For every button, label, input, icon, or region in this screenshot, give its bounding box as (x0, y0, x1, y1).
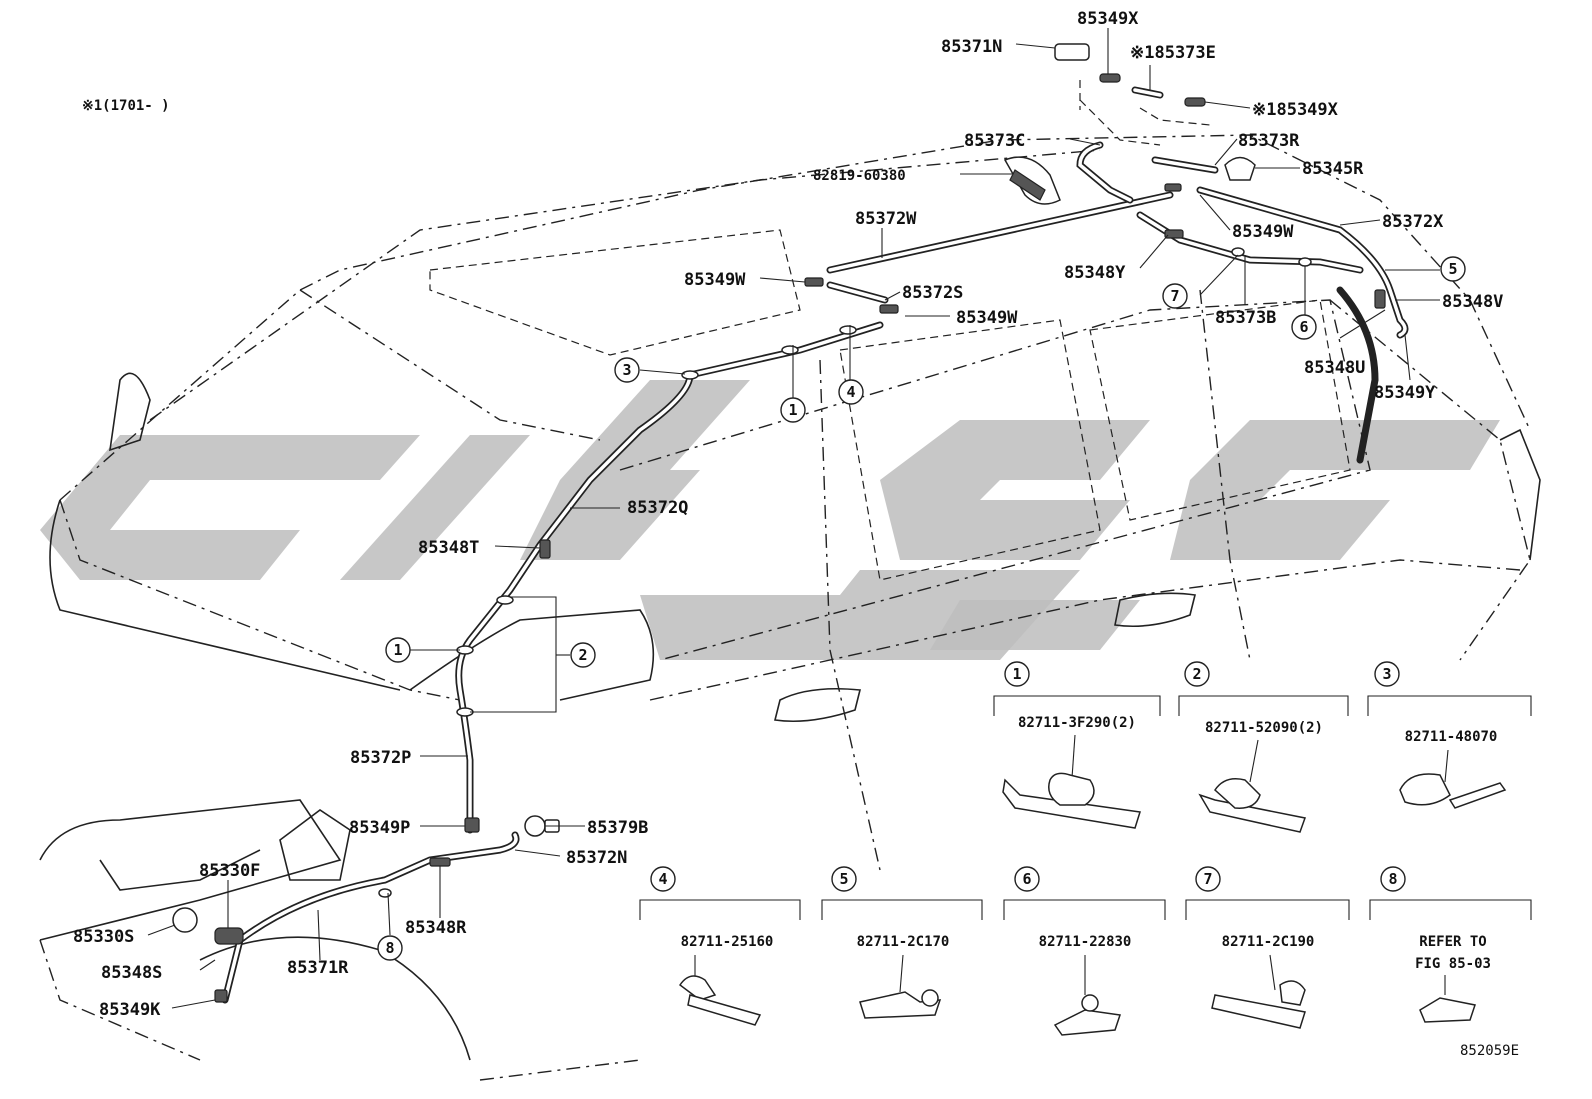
clip-box-5: 5 82711-2C170 (821, 866, 983, 1019)
svg-text:82711-3F290(2): 82711-3F290(2) (1018, 715, 1136, 731)
svg-text:1: 1 (788, 401, 797, 419)
clip-box-8: 8 REFER TO FIG 85-03 (1369, 866, 1532, 1023)
callout-6: 6 (1291, 314, 1317, 340)
diagram-callouts: 3 1 4 7 6 5 1 2 8 (377, 256, 1466, 961)
label-85348T: 85348T (418, 538, 479, 558)
leader-lines (147, 28, 1440, 1009)
figure-code: 852059E (1460, 1043, 1519, 1059)
callout-1-mid: 1 (385, 637, 411, 663)
label-85349X-2: ※185349X (1252, 100, 1339, 120)
label-85349K: 85349K (99, 1000, 161, 1020)
svg-text:2: 2 (1192, 665, 1201, 683)
label-85330S: 85330S (73, 927, 134, 947)
callout-8: 8 (377, 935, 403, 961)
clip-box-4: 4 82711-25160 (639, 866, 801, 1026)
label-85372P: 85372P (350, 748, 411, 768)
label-85348R: 85348R (405, 918, 467, 938)
svg-text:8: 8 (1388, 870, 1397, 888)
callout-5: 5 (1440, 256, 1466, 282)
clip-box-3: 3 82711-48070 (1367, 661, 1532, 809)
note-header: ※1(1701- ) (82, 98, 170, 114)
svg-text:5: 5 (1448, 260, 1457, 278)
callout-4: 4 (838, 379, 864, 405)
svg-text:4: 4 (846, 383, 855, 401)
svg-text:2: 2 (578, 646, 587, 664)
callout-7: 7 (1162, 283, 1188, 309)
callout-2: 2 (570, 642, 596, 668)
label-85348U: 85348U (1304, 358, 1365, 378)
svg-text:REFER TO: REFER TO (1419, 934, 1486, 950)
svg-text:4: 4 (658, 870, 667, 888)
svg-text:FIG 85-03: FIG 85-03 (1415, 956, 1491, 972)
watermark-logo (40, 380, 1500, 660)
clip-detail-boxes: 1 82711-3F290(2) 2 82711-52090(2) 3 8271… (639, 661, 1532, 1036)
svg-text:6: 6 (1299, 318, 1308, 336)
label-85348Y: 85348Y (1064, 263, 1126, 283)
svg-text:3: 3 (1382, 665, 1391, 683)
label-85372X: 85372X (1382, 212, 1444, 232)
clip-box-6: 6 82711-22830 (1003, 866, 1166, 1036)
label-85372Q: 85372Q (627, 498, 688, 518)
svg-text:1: 1 (1012, 665, 1021, 683)
label-85373B: 85373B (1215, 308, 1276, 328)
label-85345R: 85345R (1302, 159, 1364, 179)
label-85349Y: 85349Y (1374, 383, 1436, 403)
label-85372S: 85372S (902, 283, 963, 303)
svg-text:1: 1 (393, 641, 402, 659)
svg-text:7: 7 (1170, 287, 1179, 305)
svg-text:82711-22830: 82711-22830 (1039, 934, 1132, 950)
label-85373R: 85373R (1238, 131, 1300, 151)
label-85371R: 85371R (287, 958, 349, 978)
label-85372W: 85372W (855, 209, 917, 229)
svg-text:5: 5 (839, 870, 848, 888)
clip-box-1: 1 82711-3F290(2) (993, 661, 1161, 829)
label-85348V: 85348V (1442, 292, 1503, 312)
svg-text:82711-25160: 82711-25160 (681, 934, 774, 950)
clip-box-2: 2 82711-52090(2) (1178, 661, 1349, 833)
svg-text:82711-48070: 82711-48070 (1405, 729, 1498, 745)
svg-text:82711-2C170: 82711-2C170 (857, 934, 950, 950)
callout-1-top: 1 (780, 397, 806, 423)
label-85379B: 85379B (587, 818, 648, 838)
callout-3: 3 (614, 357, 640, 383)
label-85349W-right: 85349W (1232, 222, 1294, 242)
label-85349P: 85349P (349, 818, 410, 838)
svg-text:7: 7 (1203, 870, 1212, 888)
part-shapes (172, 43, 1386, 1003)
label-85348S: 85348S (101, 963, 162, 983)
vehicle-outline (39, 134, 1541, 1081)
label-85373C: 85373C (964, 131, 1025, 151)
label-82819-60380: 82819-60380 (813, 168, 906, 184)
svg-text:82711-52090(2): 82711-52090(2) (1205, 720, 1323, 736)
label-85371N: 85371N (941, 37, 1002, 57)
label-85330F: 85330F (199, 861, 260, 881)
label-85349X: 85349X (1077, 9, 1139, 29)
svg-text:6: 6 (1022, 870, 1031, 888)
svg-text:82711-2C190: 82711-2C190 (1222, 934, 1315, 950)
label-85373E: ※185373E (1130, 43, 1216, 63)
label-85349W-left: 85349W (684, 270, 746, 290)
svg-text:8: 8 (385, 939, 394, 957)
label-85372N: 85372N (566, 848, 627, 868)
svg-text:3: 3 (622, 361, 631, 379)
part-labels: ※1(1701- ) 85349X 85371N ※185373E ※18534… (73, 9, 1503, 1020)
clip-box-7: 7 82711-2C190 (1185, 866, 1350, 1029)
label-85349W-mid: 85349W (956, 308, 1018, 328)
